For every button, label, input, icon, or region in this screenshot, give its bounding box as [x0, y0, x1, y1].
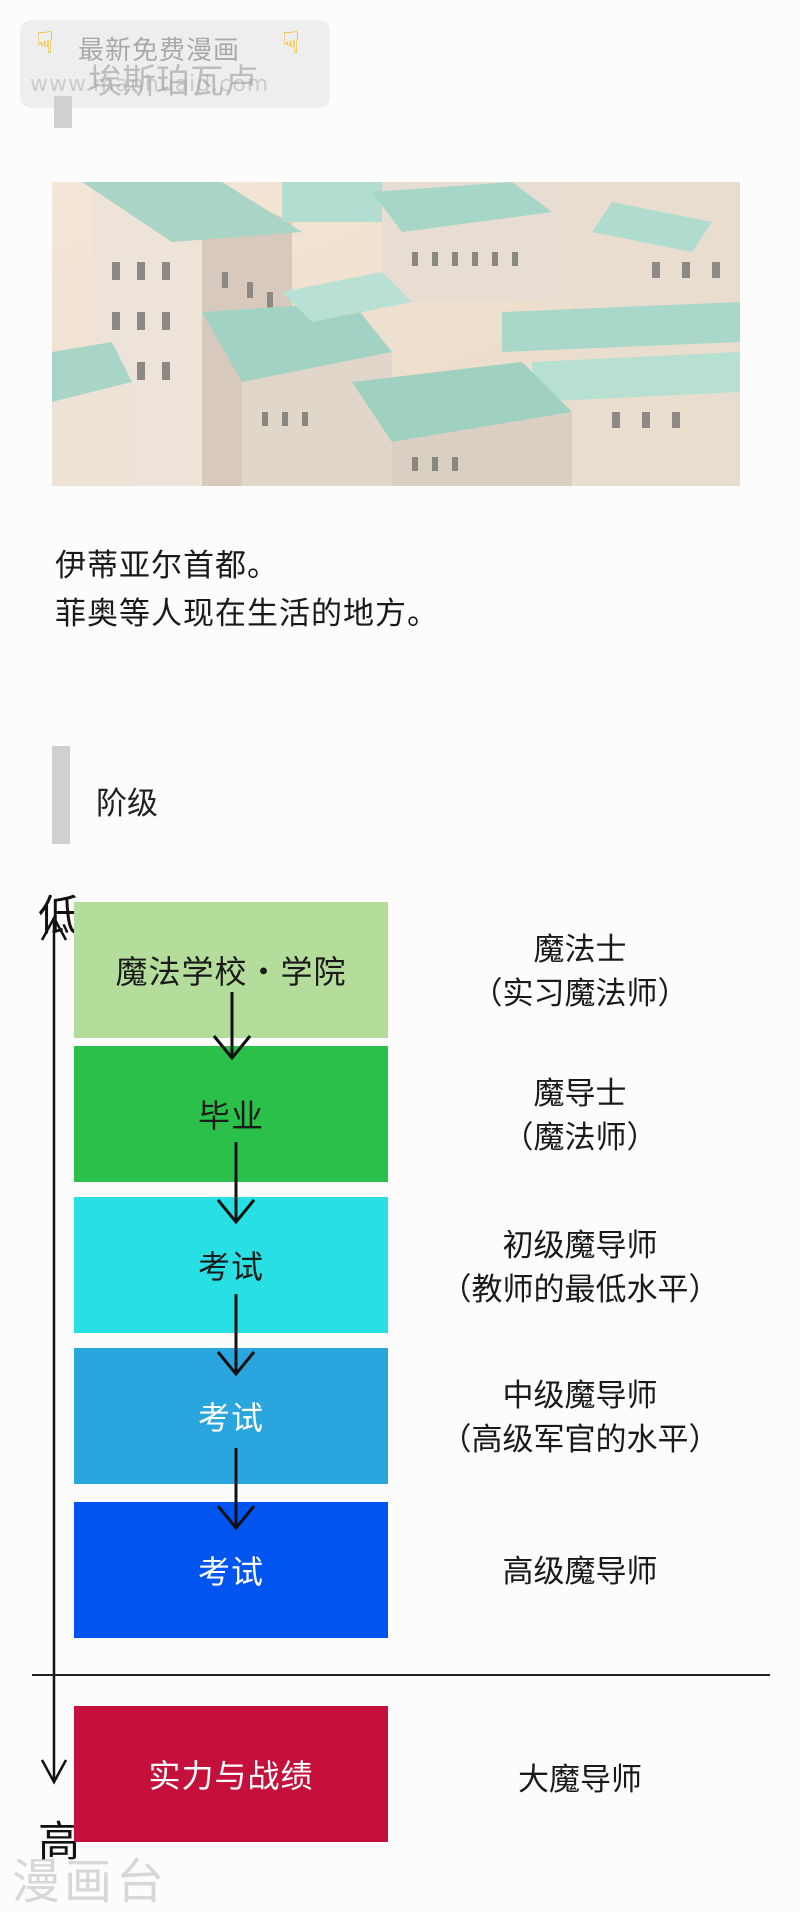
rank-label-3: 初级魔导师 （教师的最低水平）: [410, 1224, 750, 1312]
pointing-down-icon: ☟: [36, 26, 55, 61]
step-label: 实力与战绩: [148, 1757, 314, 1795]
axis-low-label: 低: [38, 891, 81, 940]
axis-high-label: 高: [38, 1817, 81, 1866]
rank-label-5: 高级魔导师: [410, 1550, 750, 1594]
step-label: 考试: [197, 1399, 264, 1437]
divider: [32, 1674, 770, 1676]
rank-title: 初级魔导师: [502, 1228, 658, 1264]
city-illustration: [52, 182, 740, 486]
rank-title: 高级魔导师: [502, 1554, 658, 1590]
step-exam-3: 考试: [74, 1502, 388, 1638]
caption-line-2: 菲奥等人现在生活的地方。: [55, 596, 439, 632]
rank-note: （高级军官的水平）: [440, 1422, 720, 1458]
watermark-url: www.manhuaid.com: [30, 72, 270, 97]
step-label: 考试: [197, 1248, 264, 1286]
caption-line-1: 伊蒂亚尔首都。: [55, 548, 279, 584]
rank-label-2: 魔导士 （魔法师）: [410, 1072, 750, 1160]
watermark-banner: [20, 20, 330, 108]
step-label: 毕业: [197, 1097, 264, 1135]
section-marker: [54, 96, 72, 128]
rank-note: （实习魔法师）: [471, 976, 689, 1012]
step-graduation: 毕业: [74, 1046, 388, 1182]
down-arrow-icon: [216, 1142, 256, 1225]
step-exam-2: 考试: [74, 1348, 388, 1484]
step-label: 魔法学校・学院: [115, 953, 347, 991]
down-arrow-icon: [216, 1294, 256, 1377]
watermark-logo: 漫画台: [12, 1854, 169, 1910]
rank-label-1: 魔法士 （实习魔法师）: [410, 928, 750, 1016]
section-marker: [52, 746, 70, 844]
rank-title: 魔导士: [533, 1076, 627, 1112]
down-arrow-icon: [212, 992, 252, 1061]
rank-title: 魔法士: [533, 932, 627, 968]
rank-label-4: 中级魔导师 （高级军官的水平）: [410, 1374, 750, 1462]
rank-axis-arrow: [40, 915, 68, 1785]
rank-title: 中级魔导师: [502, 1378, 658, 1414]
rank-title: 大魔导师: [518, 1762, 642, 1798]
rank-note: （教师的最低水平）: [440, 1272, 720, 1308]
step-exam-1: 考试: [74, 1197, 388, 1333]
location-name: 埃斯珀瓦卢: [88, 62, 258, 102]
pointing-down-icon: ☟: [282, 26, 301, 61]
step-label: 考试: [197, 1553, 264, 1591]
section-title: 阶级: [96, 786, 158, 822]
watermark-title: 最新免费漫画: [78, 36, 241, 66]
rank-label-final: 大魔导师: [410, 1758, 750, 1802]
down-arrow-icon: [216, 1448, 256, 1531]
step-strength-achievements: 实力与战绩: [74, 1706, 388, 1842]
rank-note: （魔法师）: [502, 1120, 658, 1156]
